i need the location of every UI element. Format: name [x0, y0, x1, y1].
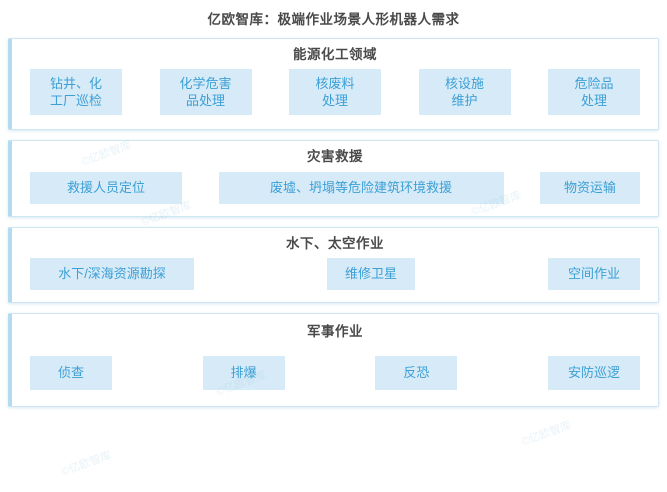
spacer [381, 69, 419, 115]
spacer [112, 356, 203, 390]
section-title: 灾害救援 [307, 149, 363, 165]
chips-row: 侦查 排爆 反恐 安防巡逻 [12, 355, 658, 406]
section-card-disaster-rescue: 灾害救援 救援人员定位 废墟、坍塌等危险建筑环境救援 物资运输 [8, 140, 659, 217]
chips-row: 水下/深海资源勘探 维修卫星 空间作业 [12, 257, 658, 302]
section-card-energy-chemical: 能源化工领域 钻井、化 工厂巡检 化学危害 品处理 核废料 处理 核设施 维护 … [8, 38, 659, 131]
spacer [122, 69, 160, 115]
chip-item[interactable]: 废墟、坍塌等危险建筑环境救援 [218, 171, 504, 204]
watermark: ©亿欧智库 [59, 449, 113, 479]
spacer [415, 258, 548, 290]
chip-item[interactable]: 物资运输 [540, 171, 640, 204]
chip-item[interactable]: 空间作业 [548, 257, 640, 290]
chip-item[interactable]: 核废料 处理 [289, 69, 381, 116]
chip-item[interactable]: 化学危害 品处理 [159, 69, 252, 116]
chip-item[interactable]: 危险品 处理 [548, 69, 640, 116]
chips-row: 救援人员定位 废墟、坍塌等危险建筑环境救援 物资运输 [12, 171, 658, 216]
chip-item[interactable]: 排爆 [202, 355, 285, 390]
spacer [285, 356, 376, 390]
chip-item[interactable]: 钻井、化 工厂巡检 [30, 69, 122, 116]
chip-item[interactable]: 救援人员定位 [30, 171, 182, 204]
chip-item[interactable]: 反恐 [375, 355, 458, 390]
chip-item[interactable]: 维修卫星 [327, 257, 415, 290]
section-title: 水下、太空作业 [286, 235, 384, 251]
chip-item[interactable]: 水下/深海资源勘探 [30, 257, 194, 290]
chip-item[interactable]: 安防巡逻 [548, 355, 641, 390]
chips-row: 钻井、化 工厂巡检 化学危害 品处理 核废料 处理 核设施 维护 危险品 处理 [12, 69, 658, 129]
spacer [182, 172, 219, 204]
section-title: 能源化工领域 [293, 47, 377, 63]
chip-item[interactable]: 侦查 [30, 355, 112, 390]
watermark: ©亿欧智库 [519, 419, 573, 449]
section-card-underwater-space: 水下、太空作业 水下/深海资源勘探 维修卫星 空间作业 [8, 226, 659, 303]
spacer [194, 258, 327, 290]
spacer [457, 356, 548, 390]
section-title: 军事作业 [307, 323, 363, 339]
spacer [511, 69, 549, 115]
section-card-military: 军事作业 侦查 排爆 反恐 安防巡逻 [8, 312, 659, 407]
sections-container: 能源化工领域 钻井、化 工厂巡检 化学危害 品处理 核废料 处理 核设施 维护 … [0, 38, 667, 407]
chip-item[interactable]: 核设施 维护 [418, 69, 511, 116]
spacer [504, 172, 541, 204]
spacer [252, 69, 290, 115]
page-title: 亿欧智库：极端作业场景人形机器人需求 [207, 12, 460, 27]
